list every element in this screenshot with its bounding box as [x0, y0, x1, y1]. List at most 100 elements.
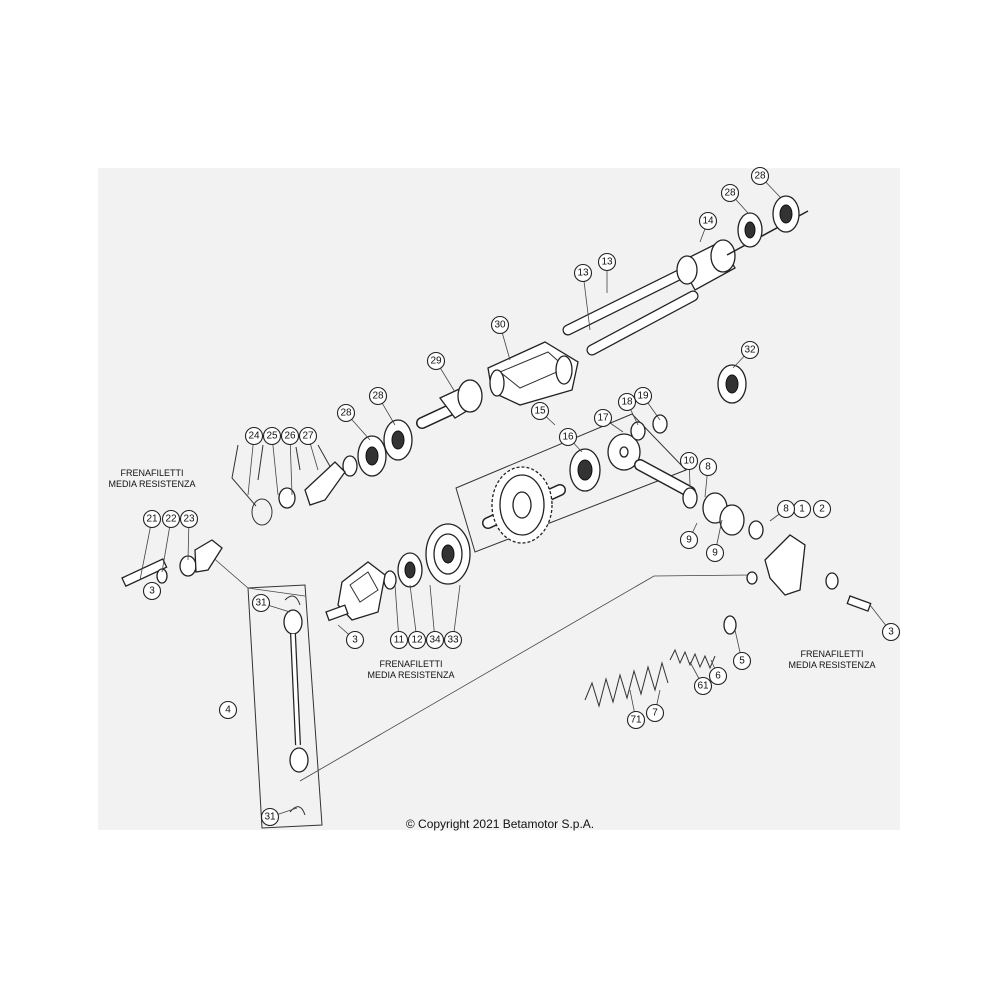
callout-14: 14: [698, 211, 718, 231]
note-line2: MEDIA RESISTENZA: [108, 479, 196, 489]
callout-number: 21: [146, 514, 158, 525]
note-line1: FRENAFILETTI: [800, 649, 864, 659]
callout-circle: [368, 386, 388, 406]
callout-3: 3: [881, 622, 901, 642]
callout-13: 13: [597, 252, 617, 272]
bearing-32: [717, 364, 747, 404]
callout-33: 33: [443, 630, 463, 650]
callout-3: 3: [142, 581, 162, 601]
callout-number: 24: [248, 431, 260, 442]
group-outline-4: [247, 584, 323, 829]
group-bracket-24-27: [231, 444, 333, 507]
callout-number: 33: [447, 635, 459, 646]
callout-31: 31: [260, 807, 280, 827]
callout-8: 8: [698, 457, 718, 477]
part-29: [416, 379, 483, 429]
callout-26: 26: [280, 426, 300, 446]
callout-23: 23: [179, 509, 199, 529]
callout-28: 28: [750, 166, 770, 186]
callout-number: 28: [754, 171, 766, 182]
callout-number: 28: [340, 408, 352, 419]
callout-number: 15: [534, 406, 546, 417]
note-line2: MEDIA RESISTENZA: [367, 670, 455, 680]
callout-22: 22: [161, 509, 181, 529]
callout-9: 9: [705, 543, 725, 563]
connection-line: [209, 554, 306, 597]
callout-circle: [142, 581, 162, 601]
callout-10: 10: [679, 451, 699, 471]
callout-27: 27: [298, 426, 318, 446]
callout-number: 16: [562, 432, 574, 443]
callout-circle: [251, 593, 271, 613]
callout-28: 28: [336, 403, 356, 423]
selector-arm-1: [746, 534, 872, 612]
callout-number: 3: [352, 635, 358, 646]
callout-circle: [732, 651, 752, 671]
parts-24-27: [251, 461, 346, 526]
callout-number: 23: [183, 514, 195, 525]
callout-number: 4: [225, 705, 231, 716]
callout-leader: [271, 435, 279, 496]
callout-71: 71: [626, 710, 646, 730]
thread-lock-note-left: FRENAFILETTI MEDIA RESISTENZA: [98, 468, 206, 490]
callout-number: 2: [819, 504, 825, 515]
callout-circle: [161, 509, 181, 529]
callout-31: 31: [251, 593, 271, 613]
callout-leader: [394, 584, 400, 641]
callout-13: 13: [573, 263, 593, 283]
callout-number: 31: [264, 812, 276, 823]
callout-circle: [626, 710, 646, 730]
thread-lock-note-right: FRENAFILETTI MEDIA RESISTENZA: [776, 649, 888, 671]
callout-number: 12: [411, 635, 423, 646]
callout-circle: [698, 211, 718, 231]
callout-9: 9: [679, 530, 699, 550]
callout-1: 1: [792, 499, 812, 519]
callout-circle: [558, 427, 578, 447]
callout-4: 4: [218, 700, 238, 720]
callout-circle: [812, 499, 832, 519]
bearing-28-top: [737, 195, 800, 248]
callout-number: 31: [255, 598, 267, 609]
callout-number: 28: [724, 188, 736, 199]
callout-2: 2: [812, 499, 832, 519]
callout-number: 26: [284, 431, 296, 442]
callout-29: 29: [426, 351, 446, 371]
callout-number: 10: [683, 456, 695, 467]
callout-number: 17: [597, 413, 609, 424]
callout-circle: [426, 351, 446, 371]
callout-5: 5: [732, 651, 752, 671]
callout-circle: [679, 451, 699, 471]
copyright-text: © Copyright 2021 Betamotor S.p.A.: [405, 817, 595, 831]
callout-number: 22: [165, 514, 177, 525]
callout-number: 32: [744, 345, 756, 356]
callout-16: 16: [558, 427, 578, 447]
callout-number: 1: [799, 504, 805, 515]
callout-number: 34: [429, 635, 441, 646]
callout-28: 28: [720, 183, 740, 203]
callout-leader: [452, 584, 461, 641]
callout-circle: [336, 403, 356, 423]
callout-circle: [679, 530, 699, 550]
callout-number: 14: [702, 216, 714, 227]
callout-8: 8: [776, 499, 796, 519]
callout-circle: [490, 315, 510, 335]
callout-24: 24: [244, 426, 264, 446]
callout-number: 27: [302, 431, 314, 442]
callout-21: 21: [142, 509, 162, 529]
callout-circle: [179, 509, 199, 529]
callout-30: 30: [490, 315, 510, 335]
callout-circle: [218, 700, 238, 720]
callout-number: 13: [577, 268, 589, 279]
callout-15: 15: [530, 401, 550, 421]
callout-circle: [740, 340, 760, 360]
callout-circle: [142, 509, 162, 529]
callout-circle: [750, 166, 770, 186]
callout-circle: [708, 666, 728, 686]
callout-32: 32: [740, 340, 760, 360]
spring-71-7: [584, 661, 669, 708]
callout-circle: [262, 426, 282, 446]
callout-number: 8: [783, 504, 789, 515]
link-rod-4: [283, 595, 309, 816]
